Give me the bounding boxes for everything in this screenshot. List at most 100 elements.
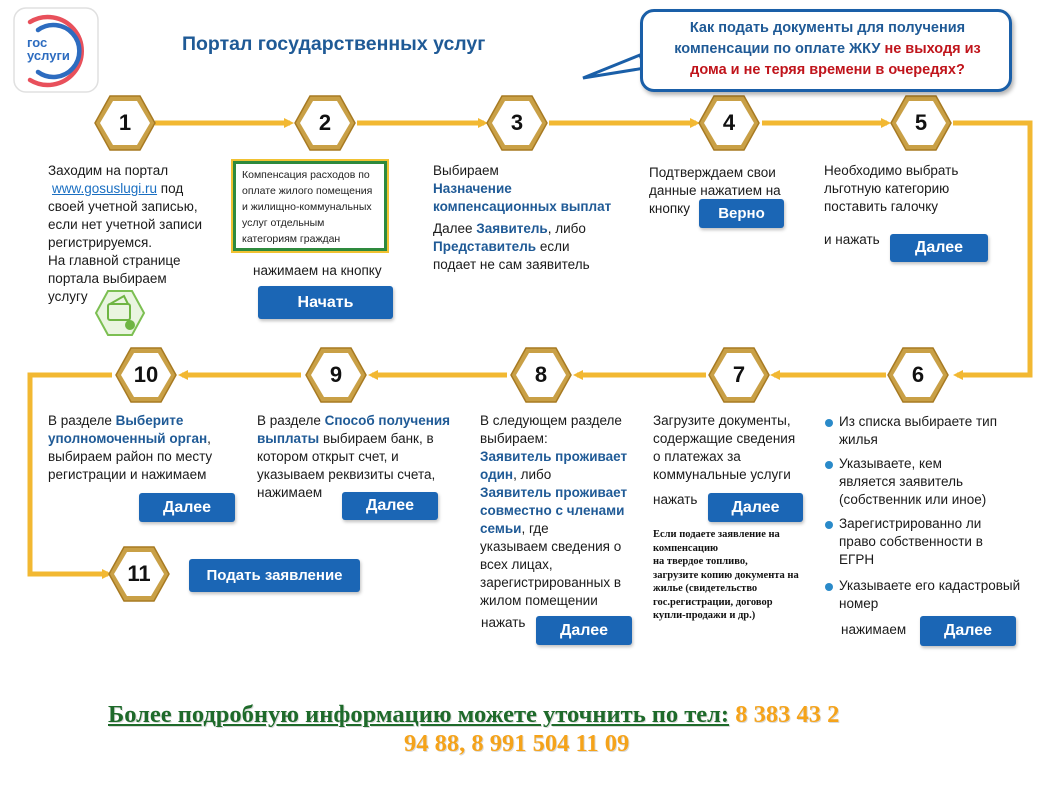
step6-item-line: право собственности в [839,534,983,549]
step-number: 4 [722,110,736,135]
step7-line: о платежах за [653,449,741,464]
step5-next-button[interactable]: Далее [890,234,988,262]
solid-fuel-note: Если подаете заявление на компенсацию на… [653,528,823,623]
step4-line: Подтверждаем свои [649,165,776,180]
step9-text: В разделе Способ получения выплаты выбир… [257,412,477,502]
step8-line: зарегистрированных в [480,575,621,590]
logo-line-2: услуги [27,48,70,63]
step4-text: Подтверждаем свои данные нажатием на кно… [649,164,809,218]
note-line: компенсацию [653,542,719,554]
step6-item-line: жилья [839,432,878,447]
service-tile-text: Компенсация расходов по оплате жилого по… [242,169,373,245]
step-number: 3 [510,110,524,135]
step7-text: Загрузите документы, содержащие сведения… [653,412,818,484]
step8-line: жилом помещении [480,593,598,608]
step1-line: услугу [48,289,88,304]
step-hexagon-inner [300,101,350,145]
step8-line: указываем сведения о [480,539,622,554]
step4-line: кнопку [649,201,690,216]
step1-line: под [157,181,184,196]
step8-line: , либо [513,467,552,482]
step-hexagon-inner [893,353,943,397]
step10-line: В разделе [48,413,116,428]
step5-line: льготную категорию [824,181,950,196]
step9-line: указываем реквизиты счета, [257,467,436,482]
step3-line: подает не сам заявитель [433,257,590,272]
step-number: 8 [534,362,548,387]
step-hexagon-inner [492,101,542,145]
step6-item-line: Из списка выбираете тип [839,414,998,429]
confirm-button[interactable]: Верно [699,199,784,228]
bullet-icon [825,461,833,469]
step10-next-button[interactable]: Далее [139,493,235,522]
step10-text: В разделе Выберите уполномоченный орган,… [48,412,248,484]
step6-press-text: нажимаем [841,622,907,637]
note-line: гос.регистрации, договор [653,596,773,608]
step3-line: Выбираем [433,163,499,178]
step5-text: Необходимо выбрать льготную категорию по… [824,162,1004,216]
step1-line: регистрируемся. [48,235,153,250]
step-number: 2 [318,110,332,135]
step6-item: Из списка выбираете тип жилья [839,413,997,449]
step1-line: портала выбираем [48,271,167,286]
step3-bold: Назначение [433,181,512,196]
step-hexagon-inner [516,353,566,397]
note-line: купли-продажи и др.) [653,610,756,621]
step-number: 11 [127,561,151,586]
note-line: жилье (свидетельство [653,583,758,594]
step-hexagon-inner [704,101,754,145]
step9-line: котором открыт счет, и [257,449,399,464]
step3-line: если [536,239,570,254]
callout-part-1: Как подать документы для получения компе… [674,20,966,57]
step9-bold: Способ получения [324,413,451,428]
step8-line: , где [521,521,549,536]
step9-line: В разделе [257,413,325,428]
footer-text: Более подробную информацию можете уточни… [108,701,730,728]
step8-line: всех лицах, [480,557,553,572]
step5-press-text: и нажать [824,232,880,247]
step8-bold: Заявитель проживает [480,485,628,500]
logo-line-1: гос [27,35,48,50]
service-tile[interactable]: Компенсация расходов по оплате жилого по… [233,161,387,251]
step8-bold: Заявитель проживает [480,449,628,464]
step10-bold: Выберите [115,413,184,428]
wallet-icon [94,290,146,336]
step8-line: В следующем разделе [480,413,622,428]
step3-bold: компенсационных выплат [433,199,612,214]
gosuslugi-link[interactable]: www.gosuslugi.ru [52,181,158,196]
step10-bold: уполномоченный орган [48,431,208,446]
step6-item: Указываете, кем является заявитель (собс… [839,455,986,509]
step-number: 5 [914,110,928,135]
step-number: 1 [118,110,132,135]
step6-item-line: является заявитель [839,474,963,489]
step10-line: , [207,431,211,446]
start-button[interactable]: Начать [258,286,393,319]
step5-line: поставить галочку [824,199,939,214]
step1-text: Заходим на портал www.gosuslugi.ru под с… [48,162,228,306]
step7-next-button[interactable]: Далее [708,493,803,522]
submit-application-button[interactable]: Подать заявление [189,559,360,592]
step9-next-button[interactable]: Далее [342,492,438,520]
step-hexagon-inner [896,101,946,145]
step7-line: содержащие сведения [653,431,796,446]
step6-item-line: номер [839,596,879,611]
page-title: Портал государственных услуг [182,33,486,55]
step1-line: Заходим на портал [48,163,169,178]
step6-item: Зарегистрированно ли право собственности… [839,515,983,569]
step7-press-text: нажать [653,492,698,507]
step5-line: Необходимо выбрать [824,163,959,178]
connector-5-6 [953,120,1033,380]
step6-next-button[interactable]: Далее [920,616,1016,646]
logo-text: гос услуги [27,36,70,62]
step3-line: , либо [547,221,586,236]
step-number: 9 [329,362,343,387]
step3-line: Далее [433,221,477,236]
step8-line: выбираем: [480,431,548,446]
callout-box: Как подать документы для получения компе… [640,9,1012,92]
footer-line-1: Более подробную информацию можете уточни… [108,701,839,729]
step10-line: выбираем район по месту [48,449,213,464]
step-number: 10 [133,362,159,387]
step8-next-button[interactable]: Далее [536,616,632,645]
step-hexagon-inner [121,353,171,397]
